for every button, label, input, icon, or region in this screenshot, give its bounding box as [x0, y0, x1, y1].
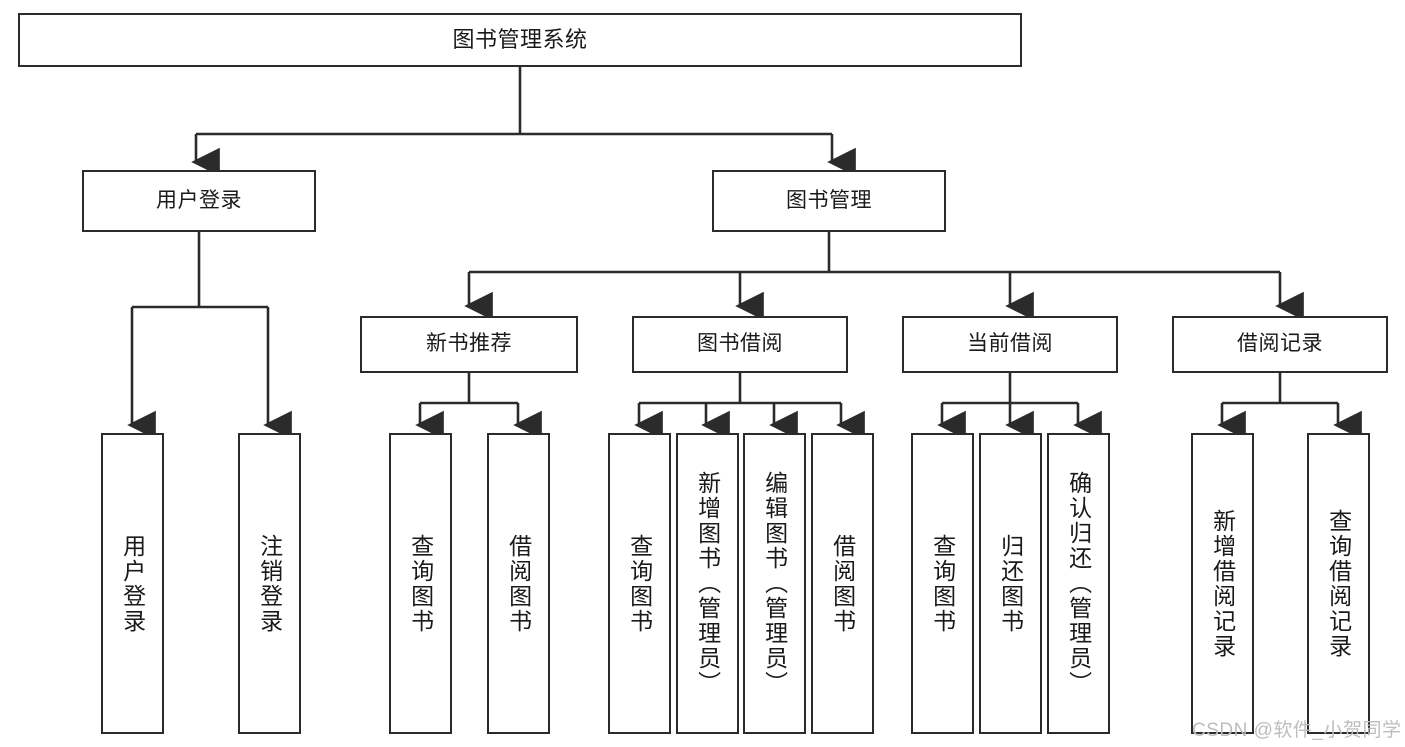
leaf-query-book-1[interactable]: 查询图书 — [389, 433, 452, 734]
node-label: 查询图书 — [626, 533, 653, 634]
node-label: 用户登录 — [156, 188, 242, 212]
leaf-query-borrow-record[interactable]: 查询借阅记录 — [1307, 433, 1370, 734]
node-label: 新增图书（管理员） — [694, 471, 721, 696]
node-label: 当前借阅 — [967, 332, 1053, 356]
leaf-add-borrow-record[interactable]: 新增借阅记录 — [1191, 433, 1254, 734]
node-label: 归还图书 — [997, 533, 1024, 634]
leaf-borrow-book-2[interactable]: 借阅图书 — [811, 433, 874, 734]
leaf-add-book-admin[interactable]: 新增图书（管理员） — [676, 433, 739, 734]
leaf-borrow-book-1[interactable]: 借阅图书 — [487, 433, 550, 734]
node-label: 新书推荐 — [426, 332, 512, 356]
node-label: 查询借阅记录 — [1325, 508, 1352, 659]
node-label: 查询图书 — [929, 533, 956, 634]
node-label: 借阅记录 — [1237, 332, 1323, 356]
node-label: 图书借阅 — [697, 332, 783, 356]
node-label: 图书管理 — [786, 188, 872, 212]
node-borrow-record[interactable]: 借阅记录 — [1172, 316, 1388, 373]
node-current-borrow[interactable]: 当前借阅 — [902, 316, 1118, 373]
node-label: 图书管理系统 — [452, 27, 588, 53]
node-user-login[interactable]: 用户登录 — [82, 170, 316, 232]
leaf-user-login[interactable]: 用户登录 — [101, 433, 164, 734]
node-label: 确认归还（管理员） — [1065, 471, 1092, 696]
node-label: 查询图书 — [407, 533, 434, 634]
leaf-query-book-2[interactable]: 查询图书 — [608, 433, 671, 734]
leaf-confirm-return-admin[interactable]: 确认归还（管理员） — [1047, 433, 1110, 734]
node-book-manage[interactable]: 图书管理 — [712, 170, 946, 232]
node-root-system[interactable]: 图书管理系统 — [18, 13, 1022, 67]
leaf-logout-login[interactable]: 注销登录 — [238, 433, 301, 734]
leaf-return-book[interactable]: 归还图书 — [979, 433, 1042, 734]
leaf-edit-book-admin[interactable]: 编辑图书（管理员） — [743, 433, 806, 734]
watermark-text: CSDN @软件_小贺同学 — [1192, 720, 1402, 741]
node-label: 新增借阅记录 — [1209, 508, 1236, 659]
node-label: 注销登录 — [256, 533, 283, 634]
node-label: 编辑图书（管理员） — [761, 471, 788, 696]
leaf-query-book-3[interactable]: 查询图书 — [911, 433, 974, 734]
node-book-borrow[interactable]: 图书借阅 — [632, 316, 848, 373]
node-label: 用户登录 — [119, 533, 146, 634]
node-label: 借阅图书 — [505, 533, 532, 634]
node-new-book-recommend[interactable]: 新书推荐 — [360, 316, 578, 373]
node-label: 借阅图书 — [829, 533, 856, 634]
